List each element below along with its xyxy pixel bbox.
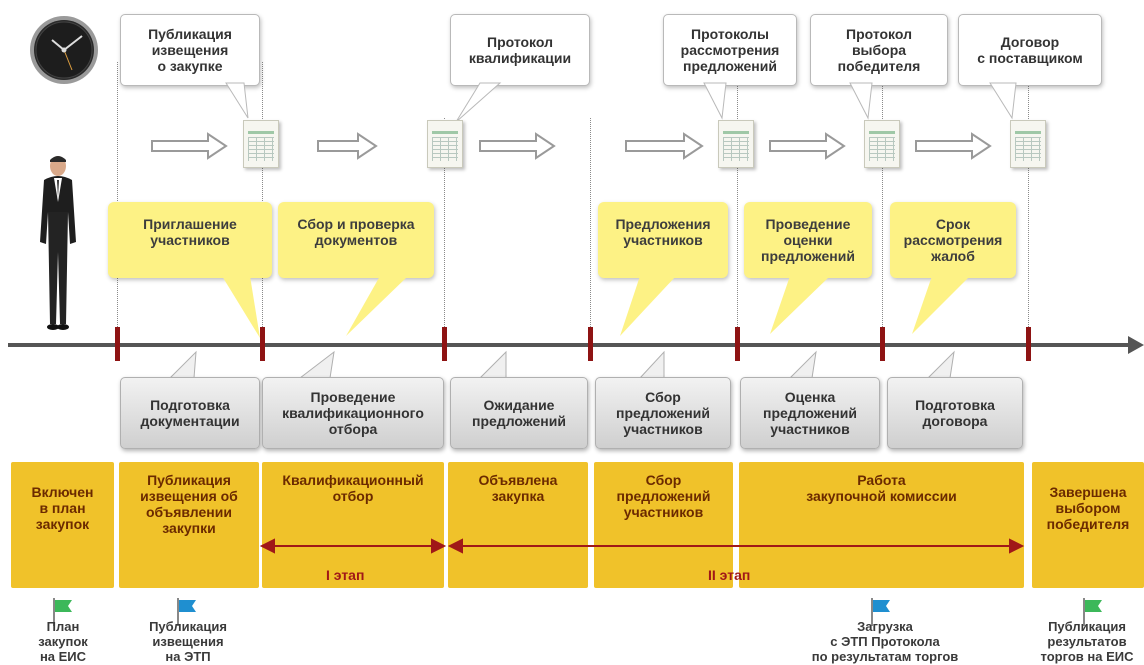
callout-prepare-documentation: Подготовка документации [120, 377, 260, 449]
callout-evaluate-offers: Оценка предложений участников [740, 377, 880, 449]
timeline-axis [8, 343, 1132, 347]
callout-label: Договор с поставщиком [977, 34, 1083, 66]
callout-collect-offers: Сбор предложений участников [595, 377, 731, 449]
flag-blue-icon [870, 598, 892, 631]
document-icon [718, 120, 754, 168]
callout-label: Проведение оценки предложений [761, 216, 855, 264]
callout-complaint-period: Срок рассмотрения жалоб [890, 202, 1016, 278]
callout-label: Публикация извещения о закупке [148, 26, 232, 74]
callout-label: Ожидание предложений [472, 397, 566, 429]
callout-pointers-top [225, 82, 1017, 123]
clock-icon [28, 14, 100, 86]
callout-pointers-gray [168, 350, 955, 379]
timeline-tick [880, 327, 885, 361]
timeline-tick [735, 327, 740, 361]
callout-review-protocols: Протоколы рассмотрения предложений [663, 14, 797, 86]
guide-line [737, 82, 738, 327]
caption-plan-eis: План закупок на ЕИС [38, 619, 88, 664]
callout-label: Проведение квалификационного отбора [282, 389, 424, 437]
callout-qualification-protocol: Протокол квалификации [450, 14, 590, 86]
guide-line [262, 62, 263, 327]
guide-line [117, 62, 118, 327]
timeline-tick [260, 327, 265, 361]
callout-invite-participants: Приглашение участников [108, 202, 272, 278]
callout-supplier-contract: Договор с поставщиком [958, 14, 1102, 86]
callout-pointers-yellow [222, 276, 970, 338]
flag-green-icon [52, 598, 74, 631]
callout-label: Протоколы рассмотрения предложений [680, 26, 780, 74]
callout-prepare-contract: Подготовка договора [887, 377, 1023, 449]
callout-collect-documents: Сбор и проверка документов [278, 202, 434, 278]
stage-1-label: I этап [326, 567, 365, 583]
timeline-tick [115, 327, 120, 361]
callout-publication-notice: Публикация извещения о закупке [120, 14, 260, 86]
guide-line [444, 118, 445, 327]
guide-line [882, 82, 883, 327]
document-icon [243, 120, 279, 168]
stage-range-arrows [259, 538, 1025, 554]
timeline-tick [1026, 327, 1031, 361]
guide-line [590, 118, 591, 327]
status-label: Включен в план закупок [31, 484, 94, 532]
status-label: Квалификационный отбор [282, 472, 424, 504]
flag-green-icon [1082, 598, 1104, 631]
timeline-arrowhead [1128, 336, 1144, 354]
callout-winner-protocol: Протокол выбора победителя [810, 14, 948, 86]
callout-label: Приглашение участников [143, 216, 237, 248]
callout-label: Предложения участников [615, 216, 711, 248]
guide-line [1028, 82, 1029, 327]
callout-label: Сбор и проверка документов [297, 216, 415, 248]
callout-offer-evaluation: Проведение оценки предложений [744, 202, 872, 278]
status-purchase-announced: Объявлена закупка [448, 462, 588, 588]
callout-label: Протокол выбора победителя [837, 26, 921, 74]
callout-label: Подготовка договора [915, 397, 995, 429]
timeline-tick [588, 327, 593, 361]
caption-results-eis: Публикация результатов торгов на ЕИС [1040, 619, 1134, 664]
callout-waiting-offers: Ожидание предложений [450, 377, 588, 449]
status-label: Публикация извещения об объявлении закуп… [140, 472, 238, 536]
status-qualification: Квалификационный отбор [262, 462, 444, 588]
caption-publication-etp: Публикация извещения на ЭТП [149, 619, 227, 664]
status-label: Сбор предложений участников [616, 472, 711, 520]
document-icon [427, 120, 463, 168]
caption-upload-protocol: Загрузка с ЭТП Протокола по результатам … [811, 619, 959, 664]
callout-label: Подготовка документации [140, 397, 240, 429]
callout-label: Протокол квалификации [468, 34, 572, 66]
businessman-figure [34, 152, 82, 334]
callout-qualification-selection: Проведение квалификационного отбора [262, 377, 444, 449]
callout-label: Срок рассмотрения жалоб [903, 216, 1003, 264]
process-arrows [151, 132, 992, 160]
status-collect-offers: Сбор предложений участников [594, 462, 733, 588]
status-in-plan: Включен в план закупок [11, 462, 114, 588]
document-icon [864, 120, 900, 168]
callout-label: Оценка предложений участников [763, 389, 857, 437]
status-winner-selected: Завершена выбором победителя [1032, 462, 1144, 588]
status-label: Объявлена закупка [478, 472, 558, 504]
callout-participant-offers: Предложения участников [598, 202, 728, 278]
callout-label: Сбор предложений участников [616, 389, 710, 437]
timeline-tick [442, 327, 447, 361]
status-label: Работа закупочной комиссии [806, 472, 957, 504]
status-notice-published: Публикация извещения об объявлении закуп… [119, 462, 259, 588]
document-icon [1010, 120, 1046, 168]
status-commission-work: Работа закупочной комиссии [739, 462, 1024, 588]
status-label: Завершена выбором победителя [1046, 484, 1130, 532]
stage-2-label: II этап [708, 567, 751, 583]
flag-blue-icon [176, 598, 198, 631]
